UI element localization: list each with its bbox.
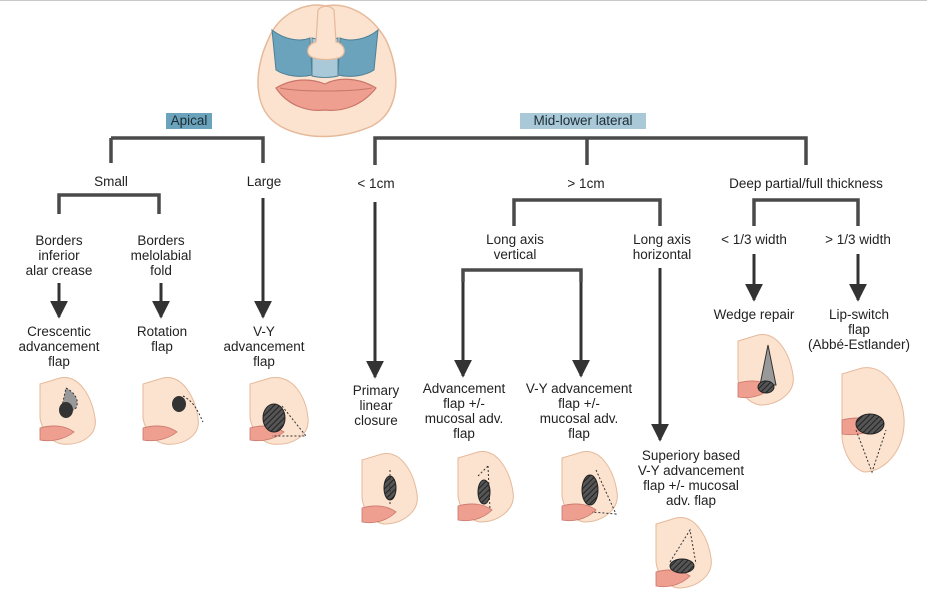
thumb-advancement xyxy=(457,451,514,523)
label-crescentic: Crescentic advancement flap xyxy=(18,324,100,369)
label-large: Large xyxy=(246,174,282,189)
thumb-crescentic xyxy=(39,377,96,445)
label-advancement-mucosal: Advancement flap +/- mucosal adv. flap xyxy=(422,381,506,441)
thumb-superiorly-based xyxy=(655,517,712,589)
label-borders-alar: Borders inferior alar crease xyxy=(25,233,93,278)
top-divider xyxy=(0,0,927,1)
label-vy-mucosal: V-Y advancement flap +/- mucosal adv. fl… xyxy=(525,381,633,441)
label-deep-thickness: Deep partial/full thickness xyxy=(729,176,883,191)
label-lip-switch: Lip-switch flap (Abbé-Estlander) xyxy=(807,307,911,352)
label-lt-1cm: < 1cm xyxy=(357,176,395,191)
label-primary-closure: Primary linear closure xyxy=(352,383,400,428)
label-borders-melolabial: Borders melolabial fold xyxy=(130,233,192,278)
label-small: Small xyxy=(94,174,128,189)
badge-mid-lower-lateral: Mid-lower lateral xyxy=(520,113,646,129)
label-long-axis-horizontal: Long axis horizontal xyxy=(632,232,692,262)
label-rotation: Rotation flap xyxy=(136,324,188,354)
label-gt-third-width: > 1/3 width xyxy=(825,232,891,247)
thumb-rotation xyxy=(142,377,204,445)
tree-connectors xyxy=(57,136,860,282)
label-gt-1cm: > 1cm xyxy=(567,176,605,191)
label-superiorly-based: Superiory based V-Y advancement flap +/-… xyxy=(637,448,745,508)
thumb-lip-switch xyxy=(841,367,905,474)
label-long-axis-vertical: Long axis vertical xyxy=(486,232,544,262)
thumb-wedge xyxy=(737,334,794,406)
thumb-vy-apical xyxy=(249,377,309,445)
label-vy-apical: V-Y advancement flap xyxy=(223,324,305,369)
thumb-vy-mucosal xyxy=(561,451,618,523)
badge-apical: Apical xyxy=(166,113,212,129)
thumb-primary xyxy=(361,453,418,525)
label-wedge-repair: Wedge repair xyxy=(713,307,795,322)
upper-lip-face-illustration xyxy=(257,4,397,138)
label-lt-third-width: < 1/3 width xyxy=(721,232,787,247)
tree-arrows xyxy=(50,198,867,442)
